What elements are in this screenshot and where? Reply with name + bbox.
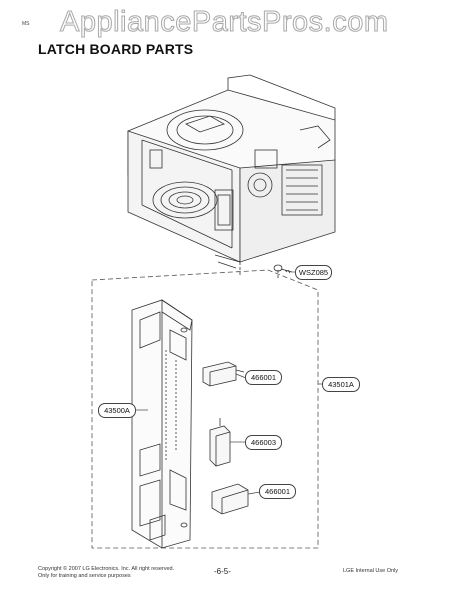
copyright-line-1: Copyright © 2007 LG Electronics. Inc. Al…: [38, 566, 175, 572]
callout-466003[interactable]: 466003: [245, 435, 282, 450]
watermark: AppliancePartsPros.com: [60, 6, 389, 39]
page-number: -6-5-: [214, 567, 231, 576]
callout-466001-top[interactable]: 466001: [245, 370, 282, 385]
screw-wsz085-drawing: [273, 264, 293, 274]
callout-43501a[interactable]: 43501A: [322, 377, 360, 392]
micro-switch-466001-top-drawing: [202, 361, 245, 387]
microwave-cavity-drawing: [127, 74, 336, 269]
copyright-line-2: Only for training and service purposes: [38, 573, 131, 579]
copyright-notice: Copyright © 2007 LG Electronics. Inc. Al…: [38, 566, 174, 580]
micro-switch-466003-drawing: [209, 418, 231, 467]
internal-use-notice: LGE Internal Use Only: [343, 568, 399, 574]
page-title: LATCH BOARD PARTS: [38, 41, 194, 57]
callout-43500a[interactable]: 43500A: [98, 403, 136, 418]
latch-board-assembly-outline: [91, 269, 319, 549]
micro-switch-466001-bottom-drawing: [211, 483, 249, 515]
callout-wsz085[interactable]: WSZ085: [295, 265, 332, 280]
latch-board-43500a-drawing: [131, 299, 193, 549]
corner-mark: MS: [22, 21, 30, 27]
callout-466001-bottom[interactable]: 466001: [259, 484, 296, 499]
